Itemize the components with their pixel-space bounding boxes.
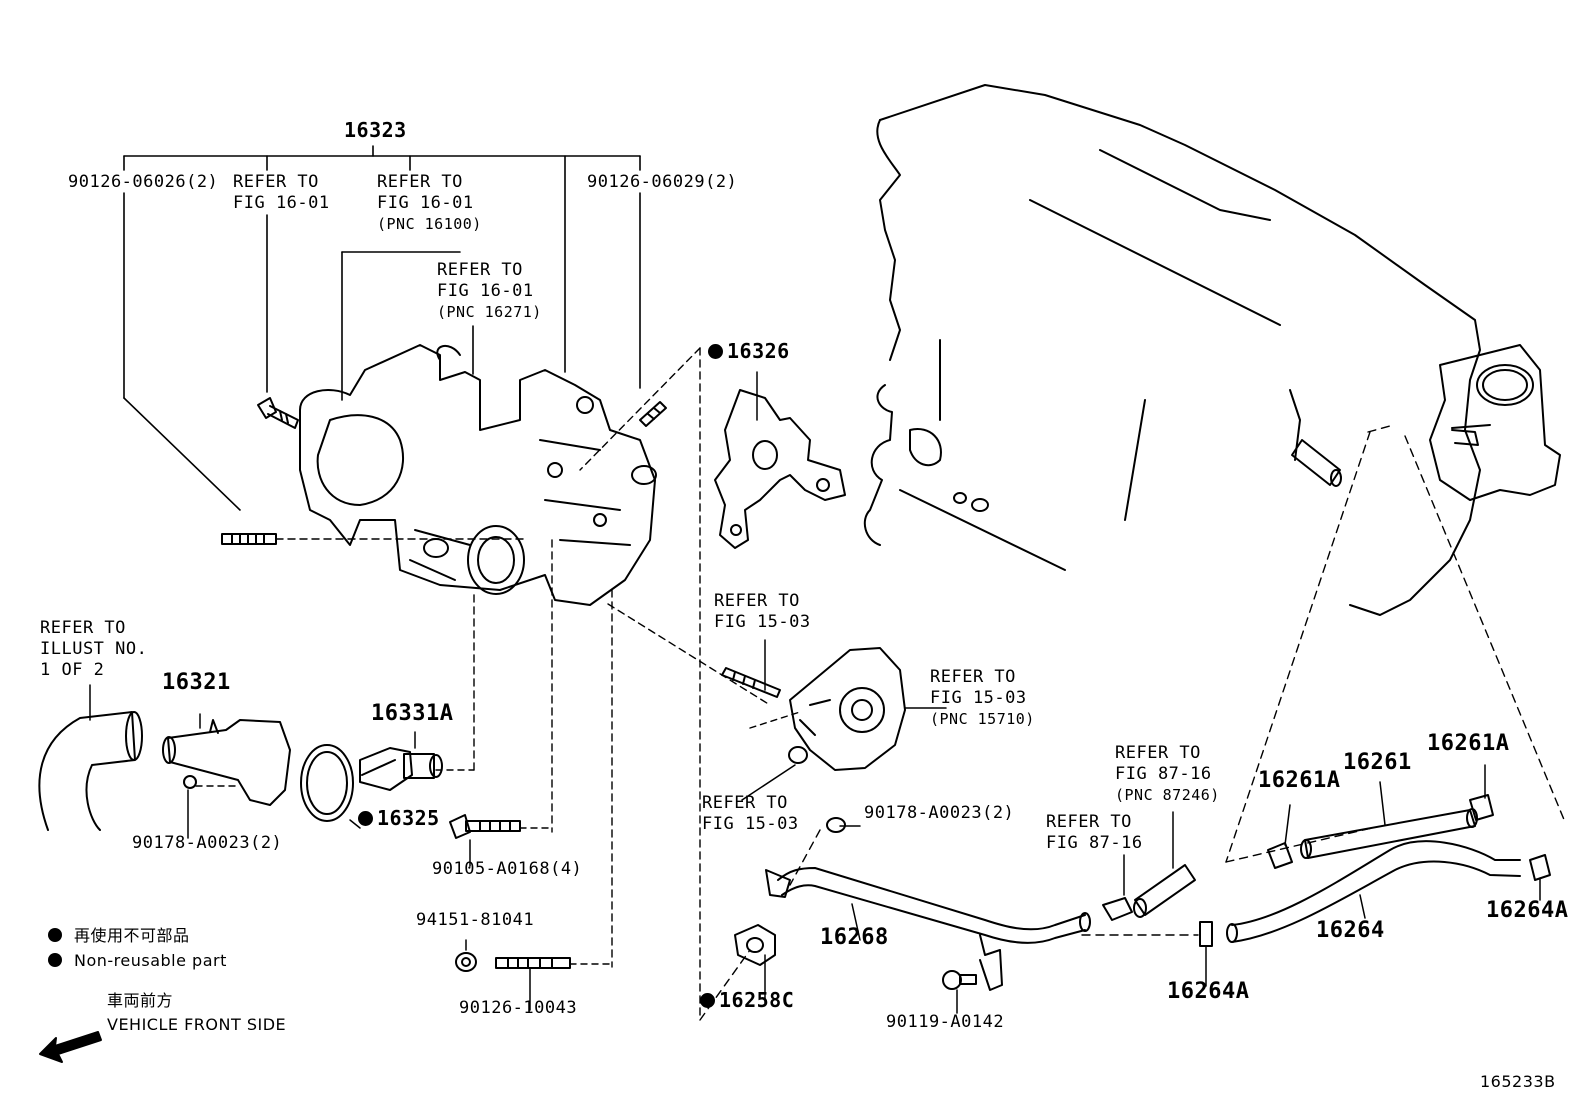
figure-id: 165233B: [1480, 1072, 1556, 1091]
bolt-90119: [942, 970, 977, 990]
bolt-90105: [449, 814, 521, 839]
legend-nonreusable-jp: 再使用不可部品: [48, 925, 190, 946]
clamp-16261A-left: [1267, 842, 1293, 869]
legend-dot: [48, 928, 62, 942]
label-16261A-right: 16261A: [1427, 731, 1510, 756]
throttle-body: [1429, 344, 1561, 501]
gasket-16326: [714, 389, 846, 549]
front-side-jp: 車両前方: [107, 991, 174, 1010]
pump-dashed-leaders: [275, 347, 771, 1021]
label-16331A: 16331A: [371, 701, 454, 726]
label-16268: 16268: [820, 925, 889, 950]
label-90126-06026: 90126-06026(2): [68, 172, 219, 192]
clamp-16261A-right: [1469, 794, 1494, 821]
label-90126-06029: 90126-06029(2): [587, 172, 738, 192]
inlet-hose-refer: [38, 711, 143, 831]
kit-bracket-16323: [123, 145, 641, 511]
label-90178-A0023-left: 90178-A0023(2): [132, 833, 283, 853]
label-16261: 16261: [1343, 750, 1412, 775]
stud-right: [639, 401, 667, 427]
label-16323: 16323: [344, 118, 407, 142]
stud-90126-10043: [495, 957, 571, 969]
label-90119-A0142: 90119-A0142: [886, 1012, 1005, 1032]
label-94151-81041: 94151-81041: [416, 910, 535, 930]
small-dashed-leaders: [195, 769, 613, 965]
vehicle-front-arrow: [39, 1031, 102, 1063]
nonreusable-dot: [358, 811, 373, 826]
label-90105-A0168: 90105-A0168(4): [432, 859, 583, 879]
label-90178-A0023-right: 90178-A0023(2): [864, 803, 1015, 823]
label-16264: 16264: [1316, 918, 1385, 943]
label-16258C: 16258C: [700, 990, 794, 1011]
clamp-16264A-right: [1529, 854, 1551, 881]
gasket-ring-16325: [300, 744, 354, 822]
gasket-16258C: [734, 924, 776, 966]
pipe-16268: [765, 867, 1091, 991]
label-16264A-right: 16264A: [1486, 898, 1569, 923]
hose-fig8716: [1133, 864, 1196, 918]
hose-16264: [1226, 840, 1521, 943]
engine-block: [863, 84, 1481, 616]
label-leader-lines: [89, 371, 1541, 1014]
label-16325: 16325: [358, 808, 440, 829]
water-pump-assembly: [299, 344, 657, 606]
nut-90178-right: [826, 817, 846, 833]
label-16261A-left: 16261A: [1258, 768, 1341, 793]
thermostat-16331A: [359, 747, 443, 791]
label-16264A-mid: 16264A: [1167, 979, 1250, 1004]
stud-94151: [455, 952, 477, 972]
nonreusable-dot: [700, 993, 715, 1008]
clamp-fig8716: [1102, 897, 1133, 921]
stud-left: [221, 533, 277, 545]
legend-nonreusable-en: Non-reusable part: [48, 950, 227, 971]
nonreusable-dot: [708, 344, 723, 359]
hose-16261: [1300, 808, 1478, 859]
clamp-16264A-mid: [1199, 921, 1213, 947]
hose-dashed-frames: [699, 425, 1566, 1021]
front-side-en: VEHICLE FRONT SIDE: [107, 1015, 287, 1034]
nut-fig1503: [788, 746, 808, 764]
label-16326: 16326: [708, 341, 790, 362]
label-90126-10043: 90126-10043: [459, 998, 578, 1018]
bolt-upper-left: [257, 397, 299, 429]
engine-hose-stubs: [1291, 424, 1491, 487]
oil-housing-dashed: [749, 711, 801, 729]
oil-filter-housing: [789, 647, 906, 771]
stud-fig1503: [721, 667, 781, 698]
legend-dot: [48, 953, 62, 967]
water-inlet-16321: [162, 719, 291, 806]
label-16321: 16321: [162, 670, 231, 695]
